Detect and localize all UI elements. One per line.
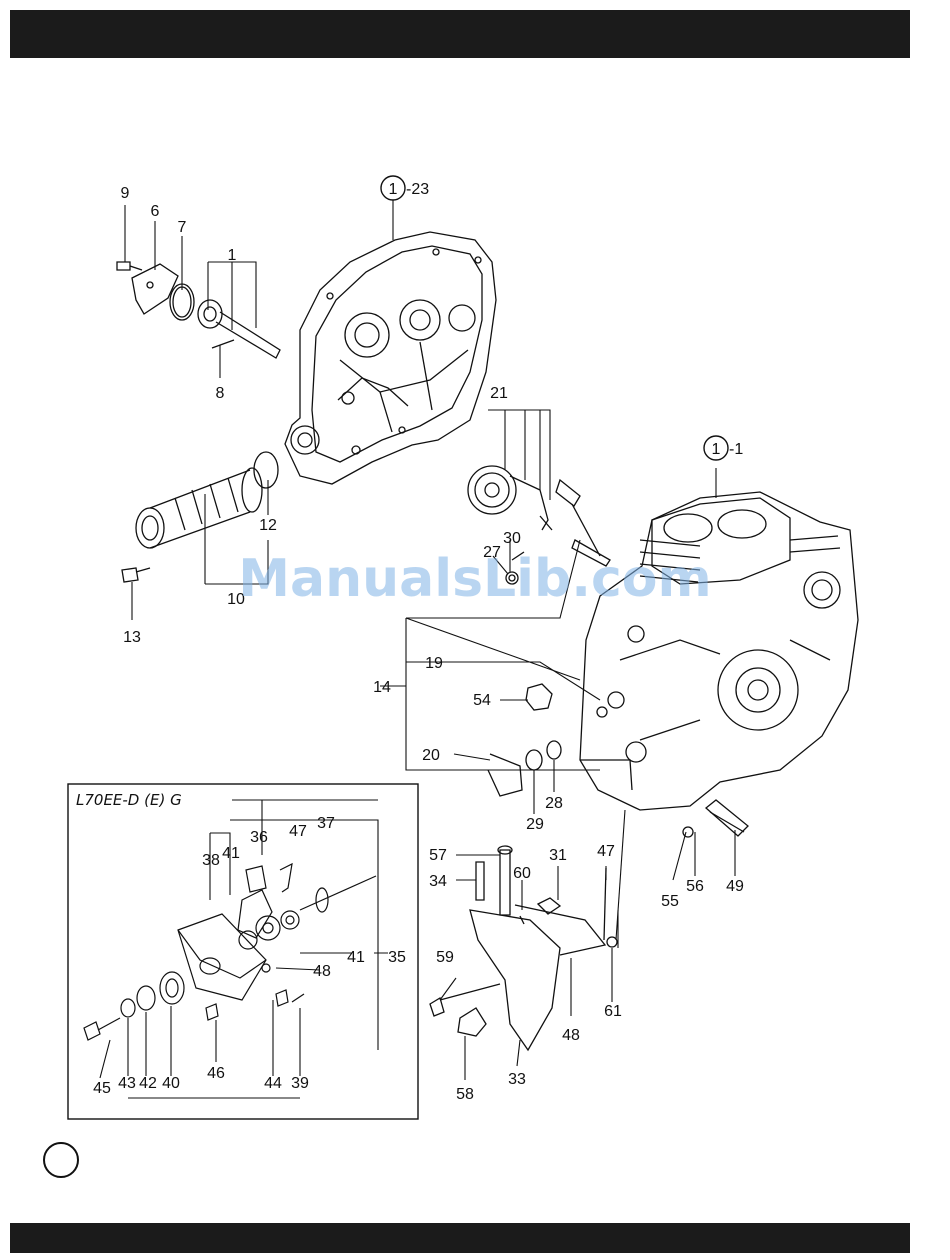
part-label: 40 bbox=[162, 1075, 180, 1092]
part-label: 8 bbox=[216, 385, 225, 402]
ref-label-top-housing: 1 -23 bbox=[381, 176, 429, 200]
part-label: 38 bbox=[202, 852, 220, 869]
part-label: 20 bbox=[422, 747, 440, 764]
ref-label-main-housing: 1 -1 bbox=[704, 436, 743, 460]
crankcase-housing bbox=[580, 492, 858, 810]
part-label: 12 bbox=[259, 517, 277, 534]
part-label: 30 bbox=[503, 530, 521, 547]
part-label: 47 bbox=[289, 823, 307, 840]
watermark: ManualsLib.com bbox=[238, 549, 711, 609]
part-label: 6 bbox=[151, 203, 160, 220]
part-label: 43 bbox=[118, 1075, 136, 1092]
part-label: 7 bbox=[178, 219, 187, 236]
part-label: 39 bbox=[291, 1075, 309, 1092]
part-label: 44 bbox=[264, 1075, 282, 1092]
gear-case-housing bbox=[285, 232, 496, 484]
part-label: 1 bbox=[228, 247, 237, 264]
part-label: 35 bbox=[388, 949, 406, 966]
part-label: 49 bbox=[726, 878, 744, 895]
part-label: 57 bbox=[429, 847, 447, 864]
part-label: 14 bbox=[373, 679, 391, 696]
part-label: 9 bbox=[121, 185, 130, 202]
part-label: 59 bbox=[436, 949, 454, 966]
svg-text:-1: -1 bbox=[729, 441, 743, 458]
part-label: 54 bbox=[473, 692, 491, 709]
part-label: 33 bbox=[508, 1071, 526, 1088]
part-label: 29 bbox=[526, 816, 544, 833]
svg-text:1: 1 bbox=[389, 181, 398, 198]
part-label: 45 bbox=[93, 1080, 111, 1097]
svg-text:1: 1 bbox=[712, 441, 721, 458]
part-label: 58 bbox=[456, 1086, 474, 1103]
part-label: 48 bbox=[313, 963, 331, 980]
part-label: 55 bbox=[661, 893, 679, 910]
inset-panel bbox=[68, 784, 418, 1119]
part-label: 34 bbox=[429, 873, 447, 890]
part-label: 42 bbox=[139, 1075, 157, 1092]
part-label: 41 bbox=[347, 949, 365, 966]
inset-title: L70EE-D (E) G bbox=[76, 791, 182, 809]
part-label: 36 bbox=[250, 829, 268, 846]
part-label: 31 bbox=[549, 847, 567, 864]
part-label: 60 bbox=[513, 865, 531, 882]
page-marker-circle bbox=[43, 1142, 79, 1178]
part-label: 41 bbox=[222, 845, 240, 862]
part-label: 61 bbox=[604, 1003, 622, 1020]
footer-bar bbox=[10, 1223, 910, 1253]
part-label: 56 bbox=[686, 878, 704, 895]
part-label: 48 bbox=[562, 1027, 580, 1044]
part-label: 47 bbox=[597, 843, 615, 860]
part-label: 19 bbox=[425, 655, 443, 672]
part-label: 46 bbox=[207, 1065, 225, 1082]
part-label: 37 bbox=[317, 815, 335, 832]
svg-text:-23: -23 bbox=[406, 181, 429, 198]
leader-lines bbox=[125, 200, 735, 1080]
part-label: 21 bbox=[490, 385, 508, 402]
part-label: 13 bbox=[123, 629, 141, 646]
part-label: 28 bbox=[545, 795, 563, 812]
